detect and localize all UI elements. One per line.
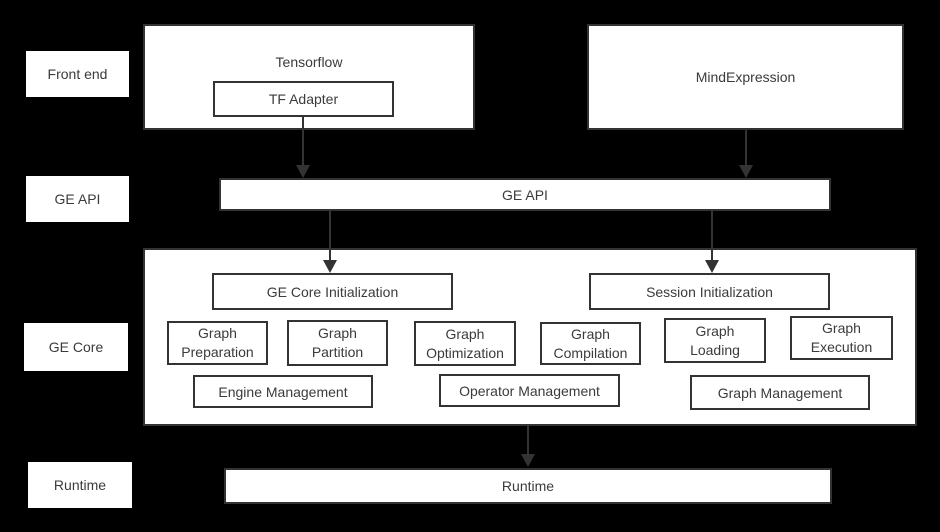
- graph-optimization-box: Graph Optimization: [414, 321, 516, 366]
- runtime-bar: Runtime: [224, 468, 832, 504]
- arrow-tf-adapter-to-ge-api: [296, 115, 310, 178]
- session-initialization-box: Session Initialization: [589, 273, 830, 310]
- arrow-shaft: [745, 130, 747, 165]
- arrow-ge-core-to-runtime: [521, 426, 535, 467]
- side-label-front-end: Front end: [26, 51, 129, 97]
- arrow-mindexpression-to-ge-api: [739, 130, 753, 178]
- engine-management-box: Engine Management: [193, 375, 373, 408]
- graph-partition-box: Graph Partition: [287, 320, 388, 366]
- arrow-head: [323, 260, 337, 273]
- arrow-shaft: [302, 115, 304, 165]
- arrow-shaft: [329, 211, 331, 260]
- arrow-shaft: [527, 426, 529, 454]
- tensorflow-label: Tensorflow: [275, 54, 343, 70]
- side-label-runtime: Runtime: [28, 462, 132, 508]
- graph-management-box: Graph Management: [690, 375, 870, 410]
- operator-management-box: Operator Management: [439, 374, 620, 407]
- side-label-ge-api: GE API: [26, 176, 129, 222]
- arrow-shaft: [711, 211, 713, 260]
- graph-loading-box: Graph Loading: [664, 318, 766, 363]
- arrow-head: [705, 260, 719, 273]
- arrow-head: [739, 165, 753, 178]
- ge-api-bar: GE API: [219, 178, 831, 211]
- tf-adapter-box: TF Adapter: [213, 81, 394, 117]
- side-label-ge-core: GE Core: [24, 323, 128, 371]
- ge-core-initialization-box: GE Core Initialization: [212, 273, 453, 310]
- arrow-head: [521, 454, 535, 467]
- graph-preparation-box: Graph Preparation: [167, 321, 268, 365]
- arrow-ge-api-to-ge-core-init: [323, 211, 337, 273]
- graph-compilation-box: Graph Compilation: [540, 322, 641, 365]
- ge-core-box: GE Core Initialization Session Initializ…: [143, 248, 917, 426]
- arrow-ge-api-to-session-init: [705, 211, 719, 273]
- graph-execution-box: Graph Execution: [790, 316, 893, 360]
- tensorflow-box: Tensorflow TF Adapter: [143, 24, 475, 130]
- mindexpression-box: MindExpression: [587, 24, 904, 130]
- arrow-head: [296, 165, 310, 178]
